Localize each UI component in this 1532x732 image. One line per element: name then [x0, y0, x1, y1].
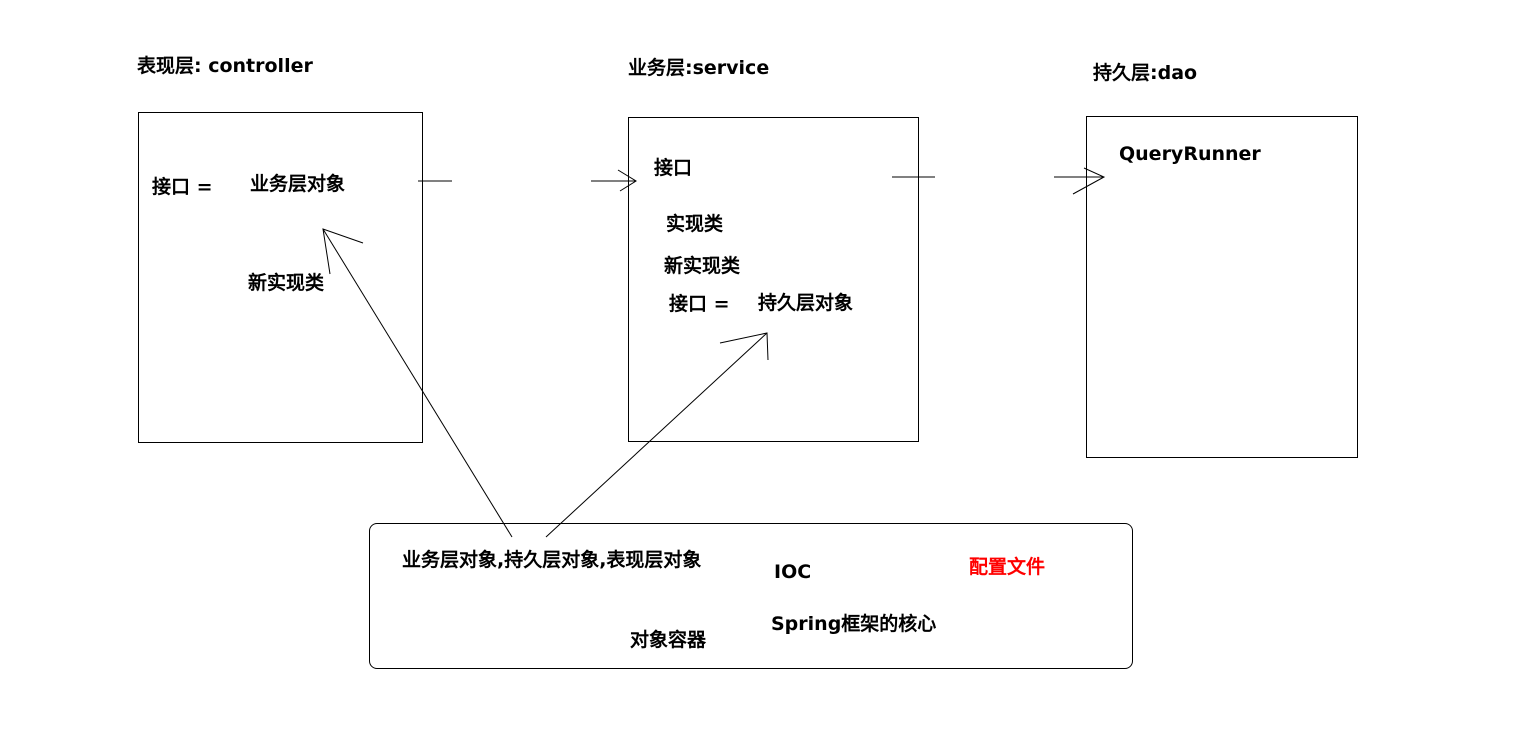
ioc-container-box [369, 523, 1133, 669]
service-new-impl-label: 新实现类 [664, 255, 741, 277]
service-impl-label: 实现类 [666, 213, 724, 235]
object-container-label: 对象容器 [630, 629, 707, 651]
controller-interface-label: 接口 = [152, 176, 213, 198]
service-interface-assign-label: 接口 = [669, 293, 730, 315]
service-interface-label: 接口 [654, 157, 693, 179]
controller-service-object-label: 业务层对象 [250, 173, 346, 195]
service-dao-object-label: 持久层对象 [758, 292, 854, 314]
inject-service-object-line [322, 228, 513, 538]
controller-new-impl-label: 新实现类 [248, 272, 325, 294]
service-layer-box [628, 117, 919, 442]
service-layer-title: 业务层:service [628, 57, 770, 79]
dao-layer-box [1086, 116, 1358, 458]
container-objects-label: 业务层对象,持久层对象,表现层对象 [402, 549, 702, 571]
ioc-label: IOC [774, 561, 812, 583]
service-to-dao-arrowhead [1072, 167, 1106, 195]
controller-to-service-arrowhead [617, 169, 637, 192]
inject-service-object-arrowhead [322, 228, 364, 275]
config-file-label: 配置文件 [969, 556, 1046, 578]
dao-query-runner-label: QueryRunner [1119, 143, 1261, 165]
inject-dao-object-line [545, 332, 768, 538]
inject-dao-object-arrowhead [719, 332, 769, 361]
dao-layer-title: 持久层:dao [1093, 62, 1198, 84]
controller-layer-box [138, 112, 423, 443]
controller-layer-title: 表现层: controller [137, 55, 313, 77]
spring-core-label: Spring框架的核心 [771, 613, 937, 635]
